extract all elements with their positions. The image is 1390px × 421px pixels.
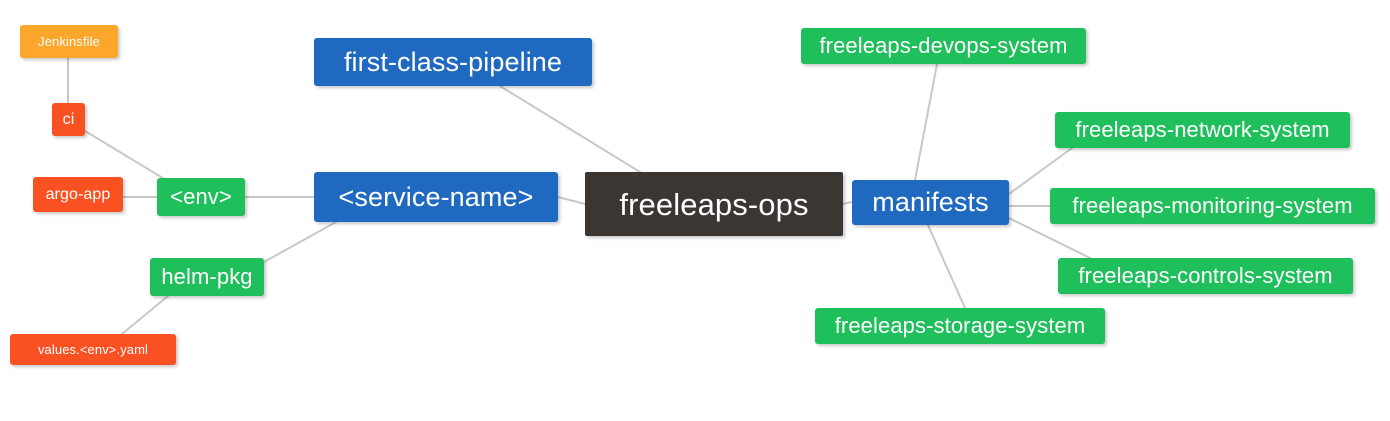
mindmap-node-label: <env> (170, 184, 232, 209)
mindmap-node-root[interactable]: freeleaps-ops (585, 172, 843, 236)
mindmap-edge-manifests-to-controls (1008, 217, 1091, 259)
mindmap-edge-manifests-to-storage (927, 224, 966, 309)
mindmap-node-argo[interactable]: argo-app (33, 177, 123, 212)
mindmap-node-env[interactable]: <env> (157, 178, 245, 216)
mindmap-node-service[interactable]: <service-name> (314, 172, 558, 222)
mindmap-edge-root-to-service (557, 196, 586, 205)
mindmap-node-label: freeleaps-ops (619, 186, 809, 222)
mindmap-node-label: <service-name> (338, 181, 534, 212)
mindmap-node-storage[interactable]: freeleaps-storage-system (815, 308, 1105, 344)
mindmap-edge-root-to-pipeline (499, 85, 641, 173)
mindmap-node-label: freeleaps-monitoring-system (1072, 193, 1353, 218)
mindmap-node-label: first-class-pipeline (343, 46, 563, 77)
mindmap-node-ci[interactable]: ci (52, 103, 85, 136)
mindmap-edge-helm-to-values (121, 295, 169, 335)
mindmap-node-manifests[interactable]: manifests (852, 180, 1009, 225)
mindmap-node-pipeline[interactable]: first-class-pipeline (314, 38, 592, 86)
mindmap-node-label: freeleaps-storage-system (834, 313, 1086, 338)
mindmap-node-label: values.<env>.yaml (37, 342, 149, 357)
mindmap-node-label: freeleaps-network-system (1075, 117, 1330, 142)
mindmap-node-label: manifests (872, 187, 989, 217)
mindmap-node-label: freeleaps-controls-system (1078, 263, 1333, 288)
mindmap-edge-root-to-manifests (842, 201, 853, 205)
mindmap-node-label: ci (62, 110, 75, 128)
mindmap-node-devops[interactable]: freeleaps-devops-system (801, 28, 1086, 64)
mindmap-edge-service-to-helm (263, 221, 337, 263)
mindmap-node-label: Jenkinsfile (38, 34, 100, 49)
mindmap-node-label: freeleaps-devops-system (819, 33, 1068, 58)
mindmap-node-controls[interactable]: freeleaps-controls-system (1058, 258, 1353, 294)
mindmap-edge-manifests-to-devops (914, 63, 938, 181)
mindmap-node-helm[interactable]: helm-pkg (150, 258, 264, 296)
mindmap-node-label: argo-app (45, 185, 111, 203)
mindmap-node-monitoring[interactable]: freeleaps-monitoring-system (1050, 188, 1375, 224)
mindmap-node-jenkins[interactable]: Jenkinsfile (20, 25, 118, 58)
mindmap-node-label: helm-pkg (161, 264, 253, 289)
mindmap-node-network[interactable]: freeleaps-network-system (1055, 112, 1350, 148)
mindmap-node-values[interactable]: values.<env>.yaml (10, 334, 176, 365)
